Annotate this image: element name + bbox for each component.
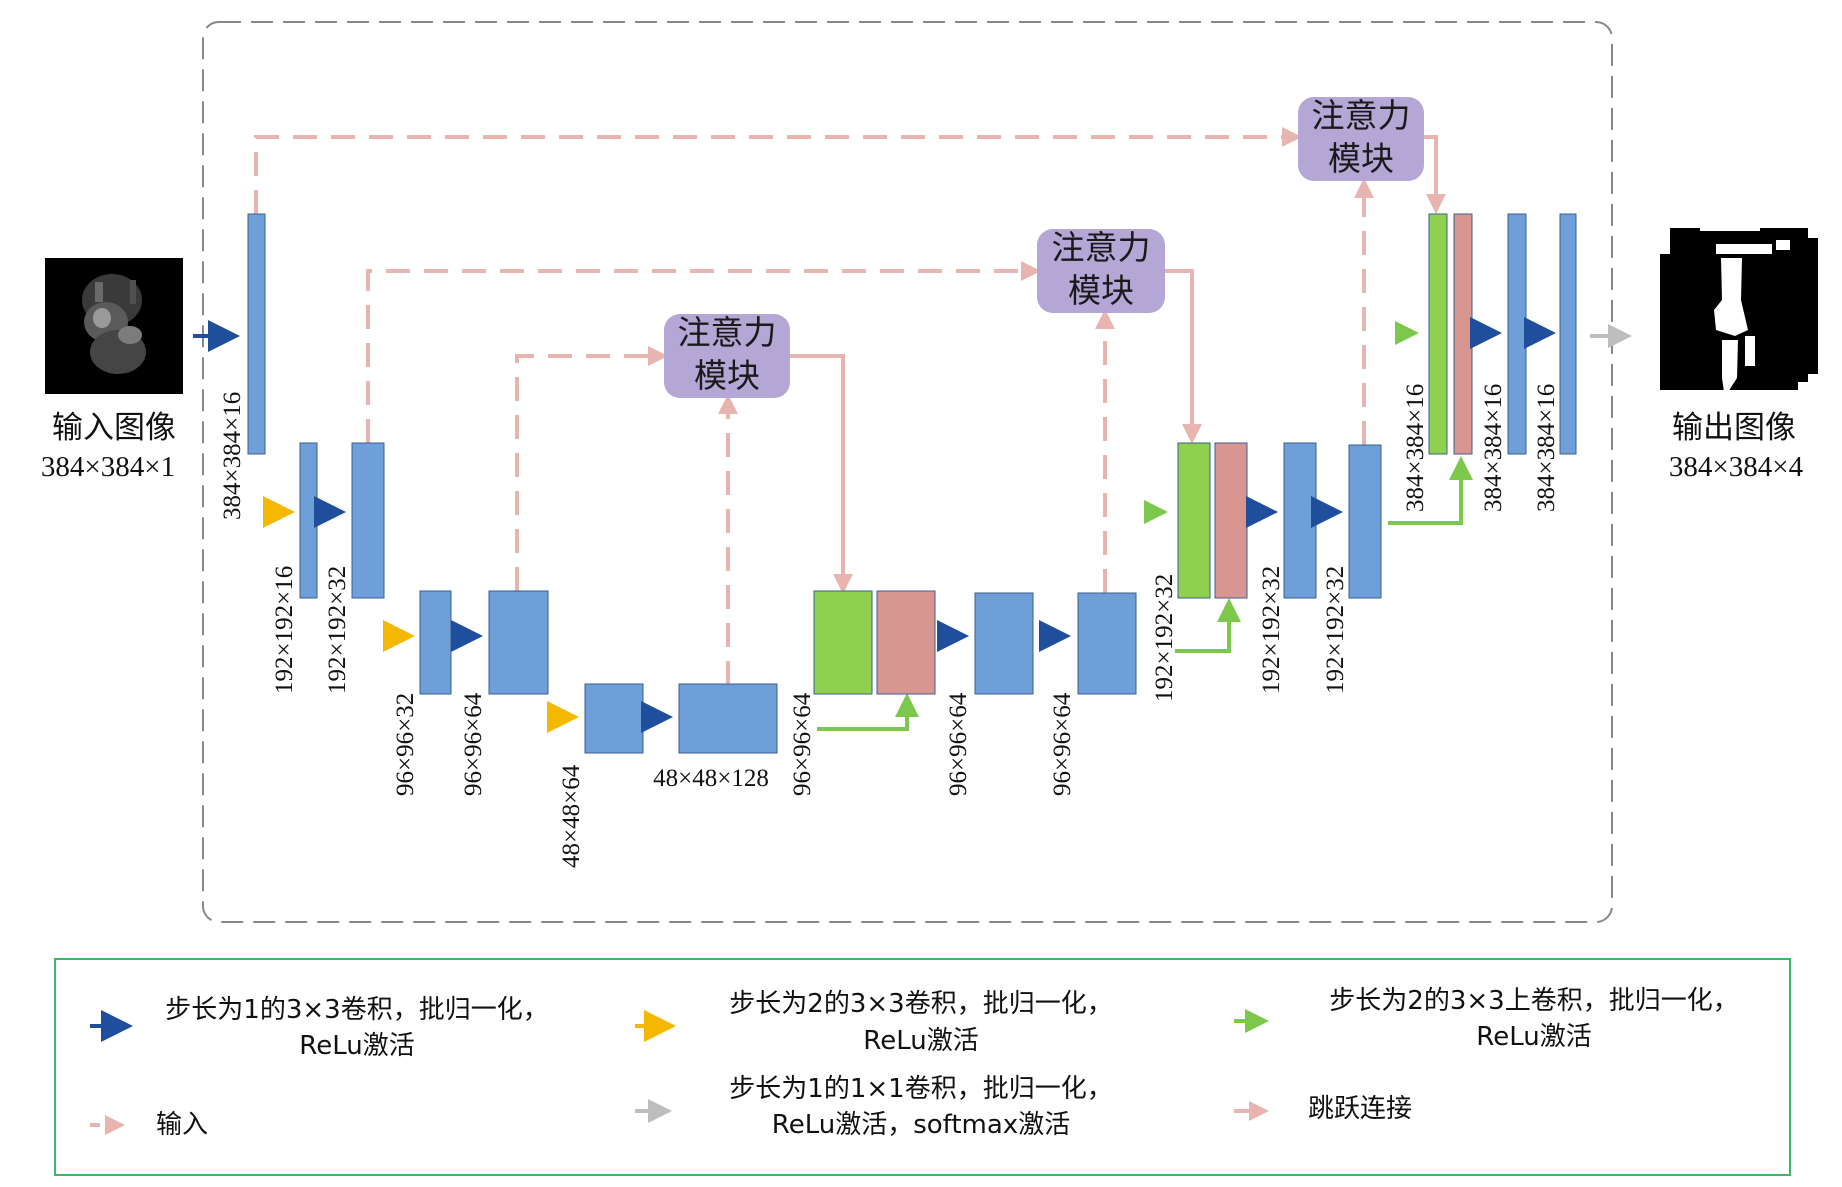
output-title: 输出图像 — [1672, 410, 1796, 446]
feature-blocks — [247, 213, 1577, 754]
legend-upconv-line2: ReLu激活 — [1476, 1022, 1591, 1052]
legend-item-conv3s1: 步长为1的3×3卷积，批归一化， ReLu激活 — [90, 995, 549, 1061]
attention-label-line1: 注意力 — [1312, 96, 1411, 135]
block-dec1b — [1559, 213, 1577, 455]
block-enc3a — [419, 590, 452, 695]
legend-input-line1: 输入 — [156, 1110, 208, 1140]
legend-conv3s1-line2: ReLu激活 — [299, 1031, 414, 1061]
attention-label-line1: 注意力 — [1052, 228, 1151, 267]
legend-item-upconv: 步长为2的3×3上卷积，批归一化， ReLu激活 — [1234, 986, 1739, 1052]
block-bottleneck — [678, 683, 778, 754]
legend-upconv-line1: 步长为2的3×3上卷积，批归一化， — [1329, 986, 1738, 1016]
label-dec3b: 96×96×64 — [1049, 692, 1076, 796]
label-enc1: 384×384×16 — [219, 392, 246, 520]
upconv-line-level3 — [817, 693, 919, 731]
block-dec3-upconv — [813, 590, 873, 695]
network-frame — [202, 21, 1613, 923]
label-enc3b: 96×96×64 — [460, 692, 487, 796]
upconv-line-level1 — [1388, 456, 1473, 525]
attention-module-level3: 注意力 模块 — [664, 313, 790, 398]
input-title: 输入图像 — [52, 410, 176, 446]
label-dec3a: 96×96×64 — [945, 692, 972, 796]
legend-item-conv1: 步长为1的1×1卷积，批归一化， ReLu激活，softmax激活 — [635, 1074, 1113, 1140]
upconv-connectors — [817, 456, 1473, 731]
label-dec2b: 192×192×32 — [1322, 566, 1349, 694]
input-dims: 384×384×1 — [41, 451, 175, 483]
label-enc2b: 192×192×32 — [324, 566, 351, 694]
legend-box — [54, 958, 1791, 1176]
block-dec1-skip — [1453, 213, 1473, 455]
legend: 步长为1的3×3卷积，批归一化， ReLu激活 步长为2的3×3卷积，批归一化，… — [54, 958, 1791, 1176]
block-dec3-skip — [876, 590, 936, 695]
block-dec2-skip — [1214, 442, 1248, 599]
label-dec2a: 192×192×32 — [1258, 566, 1285, 694]
legend-conv1-line2: ReLu激活，softmax激活 — [772, 1110, 1070, 1140]
legend-item-skip: 跳跃连接 — [1234, 1094, 1412, 1124]
block-dec1-upconv — [1428, 213, 1448, 455]
label-enc4a: 48×48×64 — [558, 764, 585, 868]
attention-module-level2: 注意力 模块 — [1037, 228, 1165, 313]
label-dec1b: 384×384×16 — [1533, 384, 1560, 512]
block-dec2-upconv — [1177, 442, 1211, 599]
attention-label-line2: 模块 — [1068, 271, 1134, 310]
block-enc3b — [488, 590, 549, 695]
legend-conv3s2-line1: 步长为2的3×3卷积，批归一化， — [729, 989, 1112, 1019]
input-image — [45, 258, 183, 394]
legend-item-conv3s2: 步长为2的3×3卷积，批归一化， ReLu激活 — [635, 989, 1113, 1056]
label-dec1cat: 384×384×16 — [1402, 384, 1429, 512]
block-enc4a — [584, 683, 644, 754]
block-dec3b — [1077, 592, 1137, 695]
block-enc1 — [247, 213, 266, 455]
skip-line-level3 — [515, 346, 668, 591]
block-dec1a — [1507, 213, 1527, 455]
skip-line-level1 — [254, 127, 1302, 214]
legend-conv3s1-line1: 步长为1的3×3卷积，批归一化， — [165, 995, 548, 1025]
legend-conv3s2-line2: ReLu激活 — [863, 1026, 978, 1056]
op-arrows — [193, 317, 1632, 733]
legend-conv1-line1: 步长为1的1×1卷积，批归一化， — [729, 1074, 1112, 1104]
block-dec2b — [1348, 444, 1382, 599]
skip-connections — [254, 127, 1446, 685]
legend-item-input: 输入 — [90, 1110, 208, 1140]
label-enc2a: 192×192×16 — [271, 566, 298, 694]
label-dec2cat: 192×192×32 — [1151, 574, 1178, 702]
block-enc2b — [351, 442, 385, 599]
label-dec1a: 384×384×16 — [1480, 384, 1507, 512]
block-enc2a — [299, 442, 318, 599]
legend-skip-line1: 跳跃连接 — [1308, 1094, 1412, 1124]
label-bottleneck: 48×48×128 — [653, 765, 769, 792]
upconv-line-level2 — [1175, 598, 1241, 653]
skip-line-level2 — [366, 261, 1041, 443]
label-dec3cat: 96×96×64 — [789, 692, 816, 796]
attention-label-line2: 模块 — [1328, 139, 1394, 178]
attention-module-level1: 注意力 模块 — [1298, 96, 1424, 181]
skip-line-level2-down — [1165, 269, 1202, 444]
output-dims: 384×384×4 — [1669, 451, 1804, 483]
dimension-labels: 384×384×16 192×192×16 192×192×32 96×96×3… — [219, 384, 1560, 868]
attention-label-line2: 模块 — [694, 356, 760, 395]
attention-label-line1: 注意力 — [678, 313, 777, 352]
output-image — [1660, 226, 1818, 392]
block-dec3a — [974, 592, 1034, 695]
label-enc3a: 96×96×32 — [392, 693, 419, 796]
skip-line-level3-down — [790, 354, 853, 594]
block-dec2a — [1283, 442, 1317, 599]
